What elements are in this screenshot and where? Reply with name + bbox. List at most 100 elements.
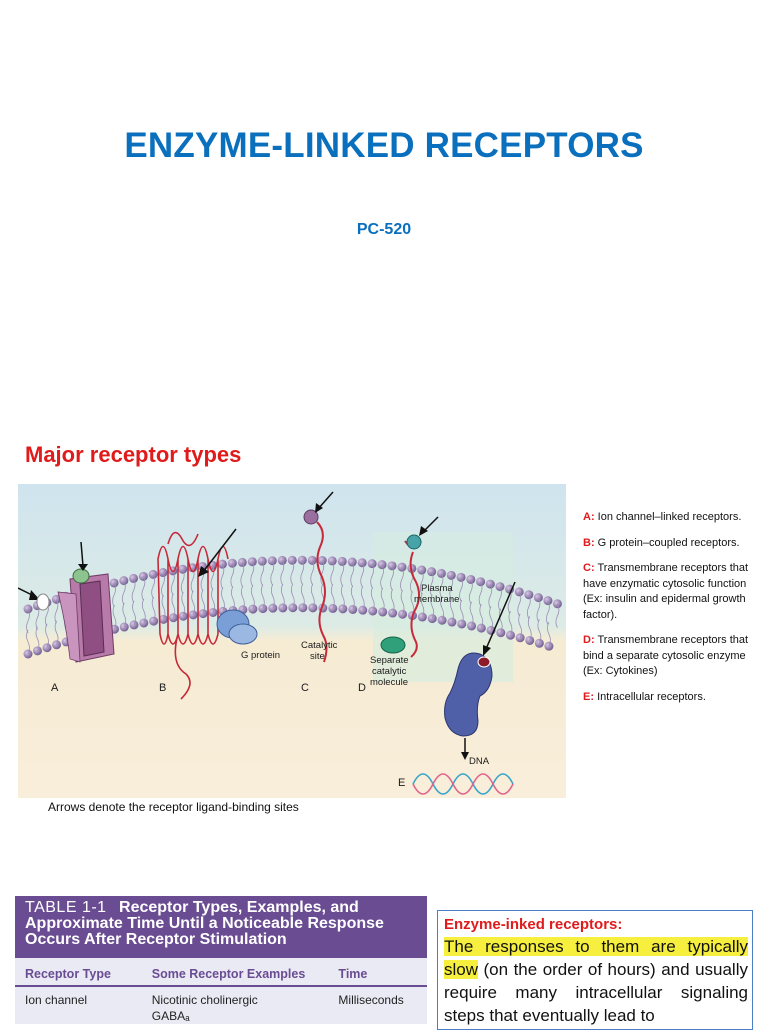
lipid-tail bbox=[35, 605, 40, 630]
plasma-label-2: membrane bbox=[414, 594, 459, 605]
receptor-diagram: Catalytic site Plasma membrane Separate … bbox=[18, 484, 566, 798]
lipid-tail bbox=[536, 597, 541, 622]
plasma-label-1: Plasma bbox=[421, 583, 453, 594]
page-title: ENZYME-LINKED RECEPTORS bbox=[124, 126, 644, 165]
separate-label-2: catalytic bbox=[372, 666, 407, 677]
lipid-tail bbox=[270, 583, 275, 609]
lipid-head bbox=[268, 603, 278, 613]
lipid-tail bbox=[508, 611, 513, 636]
lipid-head bbox=[505, 584, 515, 594]
dna-label: DNA bbox=[469, 756, 490, 767]
lipid-head bbox=[138, 571, 148, 581]
label-e: E bbox=[398, 777, 405, 789]
receptor-types-figure: Catalytic site Plasma membrane Separate … bbox=[18, 484, 566, 798]
lipid-tail bbox=[151, 574, 156, 599]
lipid-tail bbox=[260, 584, 265, 609]
lipid-tail bbox=[450, 597, 454, 623]
lipid-head bbox=[308, 603, 318, 613]
lipid-tail bbox=[45, 623, 49, 648]
lipid-head bbox=[178, 564, 188, 574]
figure-caption: Arrows denote the receptor ligand-bindin… bbox=[48, 800, 299, 814]
lipid-tail bbox=[112, 582, 117, 608]
lipid-tail bbox=[290, 560, 295, 585]
legend-item: B: G protein–coupled receptors. bbox=[583, 536, 740, 549]
lipid-tail bbox=[400, 566, 404, 592]
catalytic-site-label-2: site bbox=[310, 651, 325, 662]
lipid-tail bbox=[459, 577, 463, 602]
lipid-tail bbox=[526, 594, 531, 619]
lipid-tail bbox=[260, 560, 265, 586]
lipid-head bbox=[348, 604, 358, 614]
label-d: D bbox=[358, 682, 366, 694]
lipid-tail bbox=[171, 593, 176, 618]
lipid-head bbox=[427, 567, 437, 577]
lipid-head bbox=[158, 614, 168, 624]
note-title: Enzyme-inked receptors: bbox=[444, 916, 623, 933]
lipid-tail bbox=[390, 565, 394, 591]
lipid-head bbox=[148, 569, 158, 579]
lipid-tail bbox=[141, 576, 146, 601]
lipid-tail bbox=[439, 573, 444, 598]
lipid-tail bbox=[420, 592, 425, 618]
lipid-head bbox=[247, 557, 257, 567]
note-body: (on the order of hours) and usually requ… bbox=[444, 960, 748, 1025]
g-protein-label: G protein bbox=[241, 650, 280, 661]
lipid-tail bbox=[112, 605, 117, 630]
lipid-head bbox=[328, 603, 338, 613]
label-a: A bbox=[51, 682, 59, 694]
column-header: Time bbox=[338, 967, 368, 981]
lipid-tail bbox=[121, 580, 126, 605]
lipid-tail bbox=[320, 583, 325, 609]
lipid-tail bbox=[555, 603, 560, 628]
lipid-tail bbox=[370, 563, 375, 588]
lipid-tail bbox=[429, 571, 434, 596]
lipid-head bbox=[533, 593, 543, 603]
lipid-tail bbox=[350, 561, 355, 587]
legend-item: A: Ion channel–linked receptors. bbox=[583, 511, 742, 523]
lipid-head bbox=[496, 628, 506, 638]
lipid-tail bbox=[380, 564, 385, 589]
lipid-head bbox=[248, 604, 258, 614]
lipid-tail bbox=[310, 583, 315, 608]
g-protein-coupled-receptor bbox=[157, 528, 258, 700]
lipid-tail bbox=[300, 560, 305, 585]
table-title: Receptor Types, Examples, and Approximat… bbox=[25, 899, 384, 948]
lipid-tail bbox=[380, 587, 385, 613]
lipid-tail bbox=[35, 626, 40, 652]
lipid-tail bbox=[479, 603, 484, 629]
lipid-tail bbox=[330, 560, 335, 586]
lipid-head bbox=[417, 565, 427, 575]
lipid-head bbox=[467, 621, 477, 631]
lipid-head bbox=[495, 582, 505, 592]
lipid-tail bbox=[517, 591, 522, 617]
lipid-tail bbox=[320, 560, 325, 585]
lipid-tail bbox=[122, 602, 127, 628]
lipid-head bbox=[457, 619, 467, 629]
separate-label-1: Separate bbox=[370, 655, 409, 666]
lipid-tail bbox=[280, 560, 285, 585]
lipid-tail bbox=[310, 560, 315, 585]
lipid-tail bbox=[547, 621, 551, 647]
lipid-tail bbox=[131, 578, 136, 603]
lipid-tail bbox=[430, 594, 435, 619]
cytokine-type-receptor: Plasma membrane Separate catalytic molec… bbox=[370, 516, 459, 688]
table-column-headers: Receptor Type Some Receptor Examples Tim… bbox=[15, 958, 427, 987]
lipid-head bbox=[417, 612, 427, 622]
lipid-tail bbox=[54, 620, 59, 645]
lipid-tail bbox=[221, 587, 225, 612]
lipid-tail bbox=[546, 600, 550, 625]
lipid-tail bbox=[161, 572, 165, 597]
enzymatic-transmembrane-receptor: Catalytic site bbox=[301, 491, 338, 663]
lipid-tail bbox=[26, 629, 30, 655]
lipid-tail bbox=[220, 563, 225, 589]
lipid-head bbox=[288, 603, 298, 613]
table-header: TABLE 1-1 Receptor Types, Examples, and … bbox=[15, 896, 427, 958]
lipid-tail bbox=[132, 600, 136, 626]
lipid-tail bbox=[161, 595, 166, 620]
lipid-tail bbox=[419, 569, 424, 595]
lipid-head bbox=[552, 599, 562, 609]
lipid-head bbox=[307, 555, 317, 565]
table-row: Ion channel Nicotinic cholinergic Millis… bbox=[25, 993, 404, 1007]
lipid-tail bbox=[469, 601, 474, 627]
legend-item: C: Transmembrane receptors that have enz… bbox=[583, 562, 749, 621]
